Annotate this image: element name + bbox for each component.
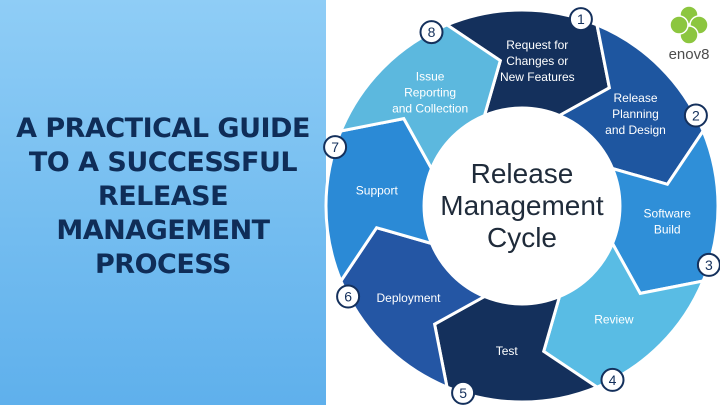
headline-line-1: A PRACTICAL GUIDE — [16, 113, 310, 144]
left-title-panel: A PRACTICAL GUIDE TO A SUCCESSFUL RELEAS… — [0, 0, 326, 405]
step-6-number: 6 — [344, 289, 352, 305]
step-2-number-badge: 2 — [683, 103, 708, 128]
center-hub — [424, 108, 620, 304]
step-4-label: Review — [594, 313, 634, 327]
step-6-number-badge: 6 — [336, 284, 361, 309]
step-7-label: Support — [356, 184, 399, 198]
step-3-number: 3 — [705, 257, 713, 273]
step-5-label: Test — [496, 344, 519, 358]
enov8-logo: enov8 — [669, 5, 710, 63]
headline-line-5: PROCESS — [95, 249, 231, 280]
step-3-number-badge: 3 — [696, 252, 720, 277]
headline-line-2: TO A SUCCESSFUL — [28, 147, 298, 178]
headline-line-4: MANAGEMENT — [56, 215, 270, 246]
step-1-number-badge: 1 — [568, 7, 593, 32]
step-5-number: 5 — [459, 385, 467, 401]
step-4-number-badge: 4 — [600, 367, 625, 392]
step-7-number-badge: 7 — [323, 135, 348, 160]
headline: A PRACTICAL GUIDE TO A SUCCESSFUL RELEAS… — [0, 112, 326, 282]
step-8-number: 8 — [428, 24, 436, 40]
step-8-number-badge: 8 — [419, 20, 444, 45]
step-4-number: 4 — [609, 372, 617, 388]
step-7-number: 7 — [331, 139, 339, 155]
logo-text: enov8 — [669, 46, 710, 63]
step-1-number: 1 — [577, 11, 585, 27]
step-5-number-badge: 5 — [451, 380, 476, 405]
step-2-number: 2 — [692, 108, 700, 124]
step-6-label: Deployment — [376, 291, 441, 305]
four-leaf-clover-icon — [669, 5, 709, 45]
headline-line-3: RELEASE — [97, 181, 229, 212]
